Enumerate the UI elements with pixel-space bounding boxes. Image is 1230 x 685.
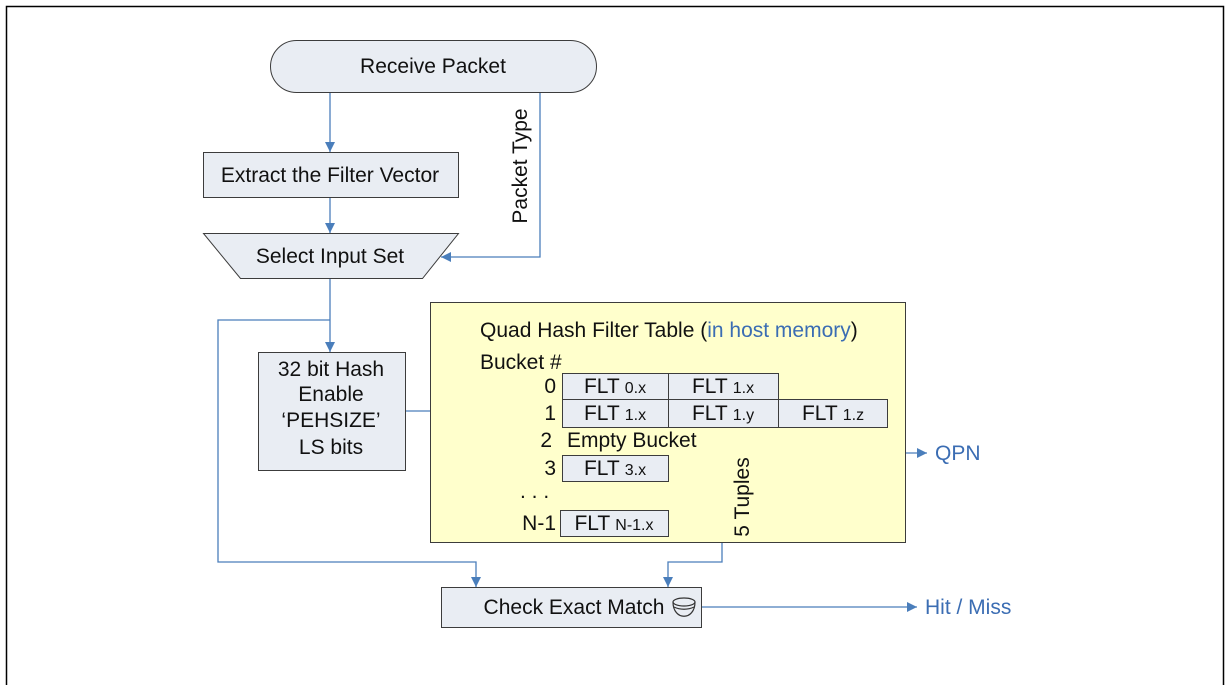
bucket-row: 0 FLT 0.x FLT 1.x: [544, 373, 779, 400]
hit-miss-label: Hit / Miss: [925, 596, 1011, 619]
bucket-entry-label: FLT 3.x: [584, 457, 646, 480]
entry-name: FLT: [574, 512, 610, 535]
entry-sub: N-1.x: [615, 517, 653, 534]
hash-label-line-4: LS bits: [299, 436, 363, 459]
hash-node: 32 bit Hash Enable ‘PEHSIZE’ LS bits: [258, 352, 406, 471]
extract-filter-vector-label: Extract the Filter Vector: [221, 164, 439, 187]
filter-table-title-suffix: ): [851, 319, 858, 342]
select-input-set-node: Select Input Set: [202, 233, 460, 279]
entry-name: FLT: [692, 402, 728, 425]
qpn-label: QPN: [935, 442, 981, 465]
bucket-entry-label: FLT N-1.x: [574, 512, 653, 535]
entry-sub: 1.x: [625, 407, 646, 424]
check-exact-match-label: Check Exact Match: [484, 596, 665, 619]
connector-packet-type: [441, 93, 541, 262]
bucket-ellipsis: . . .: [520, 480, 549, 503]
bucket-entry-cell: [562, 455, 669, 482]
bucket-entry-cell: [668, 373, 779, 400]
bucket-index: 0: [544, 375, 556, 398]
bucket-index: 2: [540, 429, 552, 452]
container-icon: [672, 597, 696, 617]
packet-type-label: Packet Type: [509, 108, 532, 223]
connector-select-to-check-match: [217, 319, 481, 587]
entry-sub: 0.x: [625, 380, 646, 397]
filter-table-title-highlight: in host memory: [707, 319, 851, 342]
entry-sub: 3.x: [625, 462, 646, 479]
hash-shape: [258, 352, 406, 471]
bucket-entry-cell: [668, 399, 779, 428]
entry-name: FLT: [692, 375, 728, 398]
bucket-row: 3 FLT 3.x: [544, 455, 669, 482]
bucket-entry-cell: [778, 399, 888, 428]
entry-name: FLT: [802, 402, 838, 425]
bucket-entry-label: FLT 0.x: [584, 375, 646, 398]
bucket-entry-label: FLT 1.y: [692, 402, 754, 425]
entry-name: FLT: [584, 402, 620, 425]
receive-packet-node: Receive Packet: [270, 40, 597, 93]
bucket-row: 1 FLT 1.x FLT 1.y FLT 1.z: [544, 399, 888, 428]
bucket-entry-label: FLT 1.x: [692, 375, 754, 398]
select-input-set-shape: [202, 233, 460, 279]
receive-packet-shape: [270, 40, 597, 93]
bucket-row: 2 Empty Bucket: [540, 429, 696, 452]
hash-label-line-1: 32 bit Hash: [278, 358, 384, 381]
entry-sub: 1.z: [843, 407, 864, 424]
five-tuples-label: 5 Tuples: [731, 457, 754, 536]
hash-label-line-3: ‘PEHSIZE’: [281, 409, 380, 432]
bucket-row: N-1 FLT N-1.x: [522, 510, 669, 537]
bucket-entry-label: FLT 1.z: [802, 402, 864, 425]
bucket-index: 1: [544, 402, 556, 425]
entry-sub: 1.x: [733, 380, 754, 397]
check-exact-match-shape: [441, 587, 702, 628]
receive-packet-label: Receive Packet: [360, 55, 506, 78]
bucket-index: 3: [544, 457, 556, 480]
empty-bucket-label: Empty Bucket: [567, 429, 697, 452]
extract-filter-vector-node: Extract the Filter Vector: [203, 152, 459, 198]
bucket-index: N-1: [522, 512, 556, 535]
page-frame: [5, 5, 1225, 685]
check-exact-match-node: Check Exact Match: [441, 587, 702, 628]
bucket-entry-label: FLT 1.x: [584, 402, 646, 425]
bucket-header: Bucket #: [480, 351, 562, 374]
filter-table: Quad Hash Filter Table (in host memory) …: [430, 302, 906, 543]
entry-sub: 1.y: [733, 407, 754, 424]
hash-label-line-2: Enable: [298, 383, 363, 406]
bucket-entry-cell: [560, 510, 669, 537]
filter-table-title: Quad Hash Filter Table (in host memory): [480, 319, 858, 342]
select-input-set-label: Select Input Set: [256, 245, 404, 268]
bucket-entry-cell: [562, 373, 669, 400]
entry-name: FLT: [584, 375, 620, 398]
extract-filter-vector-shape: [203, 152, 459, 198]
filter-table-title-prefix: Quad Hash Filter Table (: [480, 319, 707, 342]
entry-name: FLT: [584, 457, 620, 480]
